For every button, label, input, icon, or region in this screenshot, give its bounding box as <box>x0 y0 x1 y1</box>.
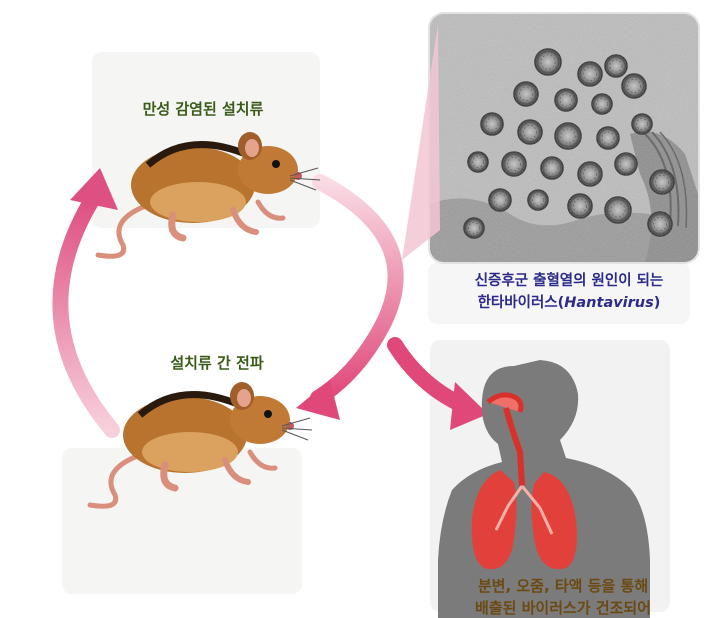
micrograph-caption-line2: 한타바이러스(Hantavirus) <box>434 291 704 312</box>
micrograph-caption-line1: 신증후군 출혈열의 원인이 되는 <box>474 273 664 289</box>
left-lung-icon <box>471 470 517 570</box>
right-lung-icon <box>531 472 577 570</box>
caption-panel <box>428 262 690 324</box>
caption-suffix: ) <box>653 295 661 311</box>
bronchi <box>494 485 554 535</box>
micrograph-pointer <box>402 24 440 260</box>
transmission-route-line1: 분변, 오줌, 타액 등을 통해 <box>477 577 649 595</box>
trachea <box>503 407 525 487</box>
rodent-transmission-label: 설치류 간 전파 <box>170 354 264 372</box>
right-arrowhead <box>296 380 340 420</box>
caption-prefix: 한타바이러스( <box>477 295 565 311</box>
left-arrowhead <box>70 168 118 210</box>
human-arrowhead <box>450 382 488 430</box>
transmission-route-line2: 배출된 바이러스가 건조되어 <box>474 599 652 617</box>
infected-rodent-label: 만성 감염된 설치류 <box>142 100 264 118</box>
nasal-cavity <box>486 392 524 413</box>
right-cycle-arrow <box>310 174 404 406</box>
left-cycle-arrow <box>52 192 120 438</box>
caption-italic-name: Hantavirus <box>564 295 654 311</box>
hantavirus-micrograph <box>430 14 698 262</box>
